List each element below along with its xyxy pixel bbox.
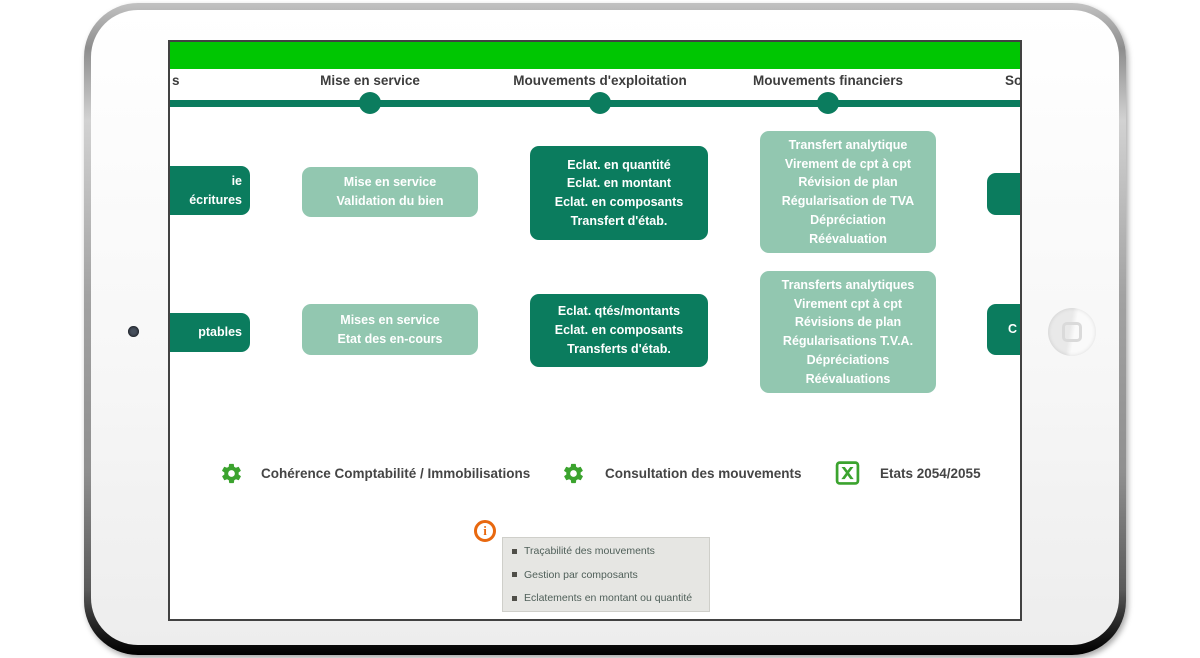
timeline-dot [359, 92, 381, 114]
timeline-label-fragment-left: s [172, 73, 180, 88]
gear-icon [562, 462, 585, 485]
box-eclatements-transferts: Eclat. qtés/montants Eclat. en composant… [530, 294, 708, 367]
feature-label: Etats 2054/2055 [880, 465, 981, 481]
timeline-label-mise-en-service: Mise en service [320, 73, 420, 88]
feature-label: Cohérence Comptabilité / Immobilisations [261, 465, 531, 481]
excel-icon [835, 460, 860, 486]
gear-icon [220, 462, 243, 485]
list-item: Traçabilité des mouvements [512, 545, 700, 557]
screen: s Mise en service Mouvements d'exploitat… [168, 40, 1022, 621]
bullet-icon [512, 548, 517, 554]
box-mouvements-financiers-list-2: Transferts analytiques Virement cpt à cp… [760, 271, 936, 393]
timeline-label-mouvements-exploitation: Mouvements d'exploitation [513, 73, 687, 88]
note-item-label: Eclatements en montant ou quantité [524, 592, 693, 604]
home-button [1048, 308, 1096, 356]
camera-icon [128, 326, 139, 337]
feature-coherence: Cohérence Comptabilité / Immobilisations [220, 459, 530, 487]
top-green-bar [170, 42, 1020, 69]
box-mise-en-service-validation: Mise en service Validation du bien [302, 167, 478, 217]
feature-label: Consultation des mouvements [605, 465, 802, 481]
timeline-label-mouvements-financiers: Mouvements financiers [752, 73, 904, 88]
home-button-icon [1062, 322, 1082, 342]
bullet-icon [512, 572, 517, 577]
note-item-label: Gestion par composants [524, 568, 638, 581]
box-clipped-right-top [987, 173, 1020, 215]
timeline-dot [817, 92, 839, 114]
box-etats-comptables-clipped: ptables [170, 313, 250, 352]
list-item: Gestion par composants [512, 569, 700, 581]
info-note-box: Traçabilité des mouvements Gestion par c… [502, 537, 710, 612]
box-mises-en-service-en-cours: Mises en service Etat des en-cours [302, 304, 478, 355]
box-cession-clipped: C [987, 304, 1020, 355]
timeline-label-fragment-right: So [1005, 73, 1022, 88]
bullet-icon [512, 595, 517, 601]
feature-consultation: Consultation des mouvements [562, 459, 802, 487]
info-icon-glyph: i [483, 523, 487, 538]
list-item: Eclatements en montant ou quantité [512, 592, 700, 604]
note-item-label: Traçabilité des mouvements [524, 545, 655, 557]
feature-etats: Etats 2054/2055 [835, 459, 981, 487]
info-icon: i [474, 520, 496, 542]
box-eclatements-transfert: Eclat. en quantité Eclat. en montant Ecl… [530, 146, 708, 240]
box-mouvements-financiers-list: Transfert analytique Virement de cpt à c… [760, 131, 936, 253]
timeline-dot [589, 92, 611, 114]
box-comptabilite-ecritures-clipped: ie écritures [170, 166, 250, 215]
